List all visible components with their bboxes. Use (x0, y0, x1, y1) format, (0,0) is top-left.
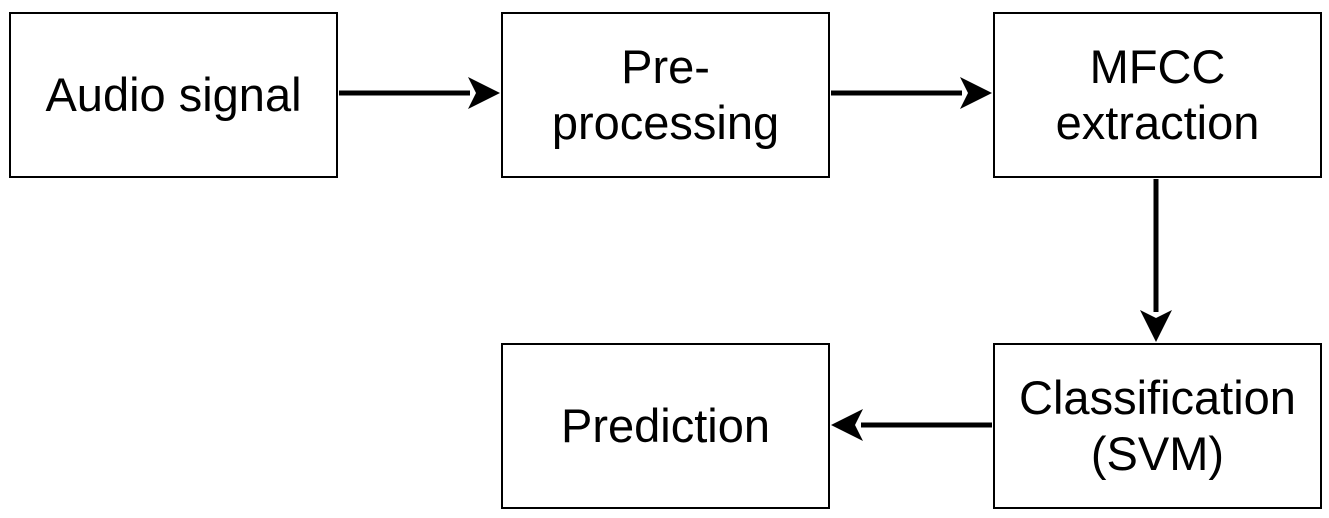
arrowhead-classification-to-prediction (831, 409, 863, 441)
node-mfcc-extraction-label-line-2: extraction (1055, 96, 1260, 149)
node-classification-label-line-1: Classification (1019, 371, 1296, 424)
node-prediction: Prediction (501, 343, 830, 509)
node-preprocessing: Pre- processing (501, 12, 830, 178)
node-classification-label-line-2: (SVM) (1090, 427, 1225, 480)
arrow-audio-to-preprocessing (339, 77, 500, 109)
node-audio-signal-label: Audio signal (45, 68, 302, 121)
node-classification-svm: Classification (SVM) (993, 343, 1322, 509)
arrowhead-preprocessing-to-mfcc (960, 77, 992, 109)
arrow-classification-to-prediction (831, 409, 992, 441)
arrowhead-audio-to-preprocessing (468, 77, 500, 109)
arrow-mfcc-to-classification (1140, 179, 1172, 342)
node-audio-signal: Audio signal (9, 12, 338, 178)
node-mfcc-extraction-label-line-1: MFCC (1089, 40, 1226, 93)
node-preprocessing-label-line-2: processing (551, 96, 780, 149)
arrow-preprocessing-to-mfcc (831, 77, 992, 109)
arrowhead-mfcc-to-classification (1140, 310, 1172, 342)
node-mfcc-extraction: MFCC extraction (993, 12, 1322, 178)
node-prediction-label: Prediction (561, 399, 770, 452)
node-preprocessing-label-line-1: Pre- (621, 40, 710, 93)
